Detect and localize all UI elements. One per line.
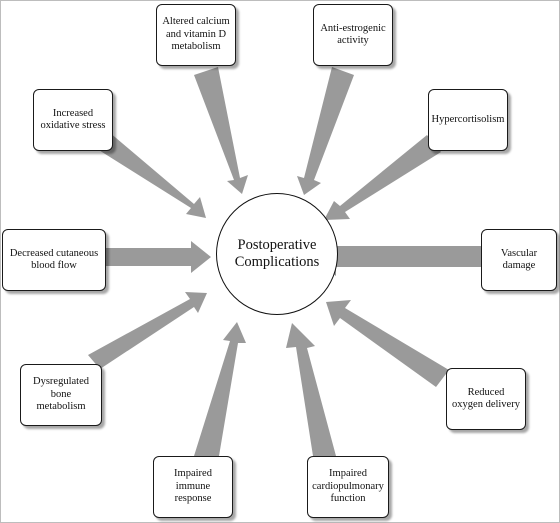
arrow-immune	[194, 322, 246, 456]
arrow-oxygen	[326, 300, 449, 387]
arrow-blood-flow	[106, 241, 211, 273]
factor-box-oxidative-stress: Increased oxidative stress	[33, 89, 113, 151]
arrow-cardio	[286, 323, 336, 456]
center-label-line2: Complications	[234, 254, 320, 270]
factor-box-anti-estrogenic: Anti-estrogenic activity	[313, 4, 393, 66]
center-label-line1: Postoperative	[237, 236, 317, 253]
factor-box-immune-response: Impaired immune response	[153, 456, 233, 518]
arrow-estrogen	[297, 67, 354, 195]
factor-box-cutaneous-blood-flow: Decreased cutaneous blood flow	[2, 229, 106, 291]
arrow-bone	[88, 292, 207, 369]
factor-box-vascular-damage: Vascular damage	[481, 229, 557, 291]
factor-box-bone-metabolism: Dysregulated bone metabolism	[20, 364, 102, 426]
factor-box-reduced-oxygen: Reduced oxygen delivery	[446, 368, 526, 430]
factor-box-hypercortisolism: Hypercortisolism	[428, 89, 508, 151]
factor-box-cardiopulmonary: Impaired cardiopulmonary function	[307, 456, 389, 518]
center-node-postoperative-complications: Postoperative Complications	[216, 193, 338, 315]
arrow-oxidative	[94, 132, 206, 218]
factor-box-altered-calcium: Altered calcium and vitamin D metabolism	[156, 4, 236, 66]
arrow-cortisol	[324, 135, 441, 220]
arrow-calcium	[194, 67, 248, 194]
arrow-vascular	[310, 238, 483, 276]
